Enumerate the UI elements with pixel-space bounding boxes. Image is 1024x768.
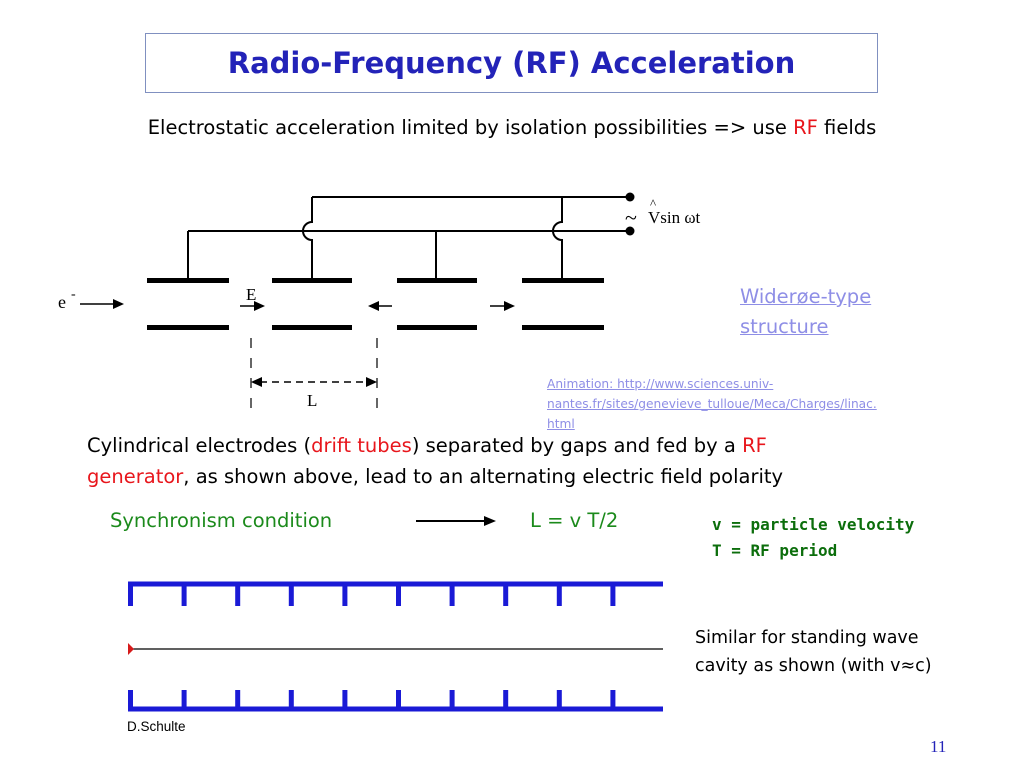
iris-bottom <box>181 690 187 710</box>
iris-top <box>556 584 562 606</box>
animation-link[interactable]: Animation: http://www.sciences.univ- nan… <box>547 374 1007 434</box>
iris-bottom <box>235 690 241 710</box>
page-number: 11 <box>930 737 947 756</box>
iris-bottom <box>128 690 133 710</box>
para-generator: generator <box>87 465 184 488</box>
electron-sup: - <box>71 287 76 302</box>
intro-rf: RF <box>793 116 818 139</box>
definitions: v = particle velocity T = RF period <box>712 512 914 564</box>
iris-top <box>396 584 401 606</box>
iris-top <box>288 584 294 606</box>
wideroe-diagram: e - E L ~ ^ Vsin ωt <box>58 192 701 412</box>
synchronism-label: Synchronism condition <box>110 509 333 532</box>
wideroe-link[interactable]: Widerøe-type structure <box>740 282 871 342</box>
slide-title: Radio-Frequency (RF) Acceleration <box>227 46 796 80</box>
cavity-irises-top <box>128 584 616 606</box>
field-label: E <box>246 285 256 304</box>
iris-top <box>181 584 187 606</box>
author: D.Schulte <box>127 719 186 734</box>
drift-tubes <box>147 278 604 330</box>
para-drift-tubes: drift tubes <box>311 434 412 457</box>
standing-wave-line1: Similar for standing wave <box>695 628 919 648</box>
animation-link-line1[interactable]: Animation: http://www.sciences.univ- <box>547 377 774 391</box>
tilde-symbol: ~ <box>625 205 637 230</box>
intro-end: fields <box>817 116 877 139</box>
electron-label: e <box>58 292 66 312</box>
hat-symbol: ^ <box>650 196 656 211</box>
crossover-2 <box>552 197 563 280</box>
para-text-1: Cylindrical electrodes ( <box>87 434 312 457</box>
iris-top <box>235 584 241 606</box>
terminal-top <box>625 192 635 202</box>
length-label: L <box>307 391 317 410</box>
definition-period: T = RF period <box>712 541 838 560</box>
description-paragraph: Cylindrical electrodes (drift tubes) sep… <box>87 430 987 492</box>
iris-bottom <box>288 690 294 710</box>
iris-bottom <box>342 690 348 710</box>
animation-link-line2[interactable]: nantes.fr/sites/genevieve_tulloue/Meca/C… <box>547 397 877 411</box>
cavity-irises-bottom <box>128 690 616 710</box>
intro-text: Electrostatic acceleration limited by is… <box>147 116 794 139</box>
standing-wave-note: Similar for standing wave cavity as show… <box>695 624 932 680</box>
definition-velocity: v = particle velocity <box>712 515 915 534</box>
iris-top <box>128 584 133 606</box>
iris-top <box>503 584 509 606</box>
iris-bottom <box>503 690 509 710</box>
standing-wave-cavity <box>128 581 663 712</box>
synchronism-formula: L = v T/2 <box>530 509 619 532</box>
iris-bottom <box>396 690 401 710</box>
terminal-bottom <box>625 226 635 236</box>
title-frame <box>145 33 878 93</box>
iris-top <box>342 584 348 606</box>
iris-top <box>610 584 616 606</box>
iris-bottom <box>449 690 455 710</box>
iris-bottom <box>610 690 616 710</box>
iris-top <box>449 584 455 606</box>
field-arrow-3 <box>504 301 515 311</box>
para-text-3: , as shown above, lead to an alternating… <box>183 465 784 488</box>
particle-marker <box>128 643 134 655</box>
standing-wave-line2: cavity as shown (with v≈c) <box>695 656 932 676</box>
wideroe-link-line2[interactable]: structure <box>740 315 829 338</box>
field-arrow-2 <box>368 301 379 311</box>
sync-arrow <box>416 516 496 526</box>
field-arrow-1 <box>254 301 265 311</box>
wideroe-link-line1[interactable]: Widerøe-type <box>740 285 872 308</box>
voltage-label: Vsin ωt <box>648 208 701 227</box>
electron-arrow <box>113 299 124 309</box>
para-rf: RF <box>742 434 767 457</box>
iris-bottom <box>556 690 562 710</box>
crossover-1 <box>302 197 313 280</box>
animation-link-line3[interactable]: html <box>547 417 575 431</box>
para-text-2: ) separated by gaps and fed by a <box>411 434 743 457</box>
intro-line: Electrostatic acceleration limited by is… <box>0 116 1024 139</box>
